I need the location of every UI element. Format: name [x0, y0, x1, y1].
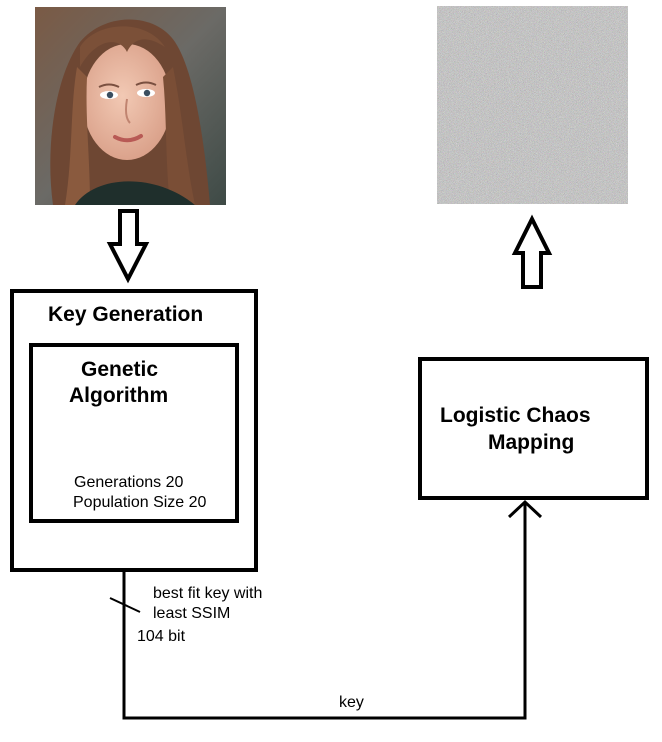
source-portrait-image: [35, 7, 226, 205]
key-bit-length-label: 104 bit: [137, 628, 186, 645]
bit-width-slash: [109, 597, 141, 613]
genetic-algorithm-line2: Algorithm: [69, 384, 169, 407]
key-generation-title: Key Generation: [48, 303, 204, 326]
key-edge-label: key: [339, 694, 364, 711]
encrypted-noise-image: [437, 6, 628, 204]
best-fit-note-line2: least SSIM: [153, 605, 231, 622]
key-connector-line: [122, 502, 527, 720]
population-size-label: Population Size 20: [73, 494, 207, 511]
logistic-chaos-mapping-box: [418, 357, 649, 500]
up-arrow-icon: [511, 214, 553, 289]
genetic-algorithm-line1: Genetic: [81, 358, 159, 381]
key-generation-box: [10, 289, 258, 572]
best-fit-note-line1: best fit key with: [153, 585, 263, 602]
key-arrowhead-icon: [507, 499, 543, 519]
chaos-mapping-line2: Mapping: [488, 431, 575, 454]
chaos-mapping-line1: Logistic Chaos: [440, 404, 591, 427]
generations-label: Generations 20: [74, 474, 184, 491]
down-arrow-icon: [106, 209, 150, 284]
genetic-algorithm-box: [29, 343, 239, 523]
